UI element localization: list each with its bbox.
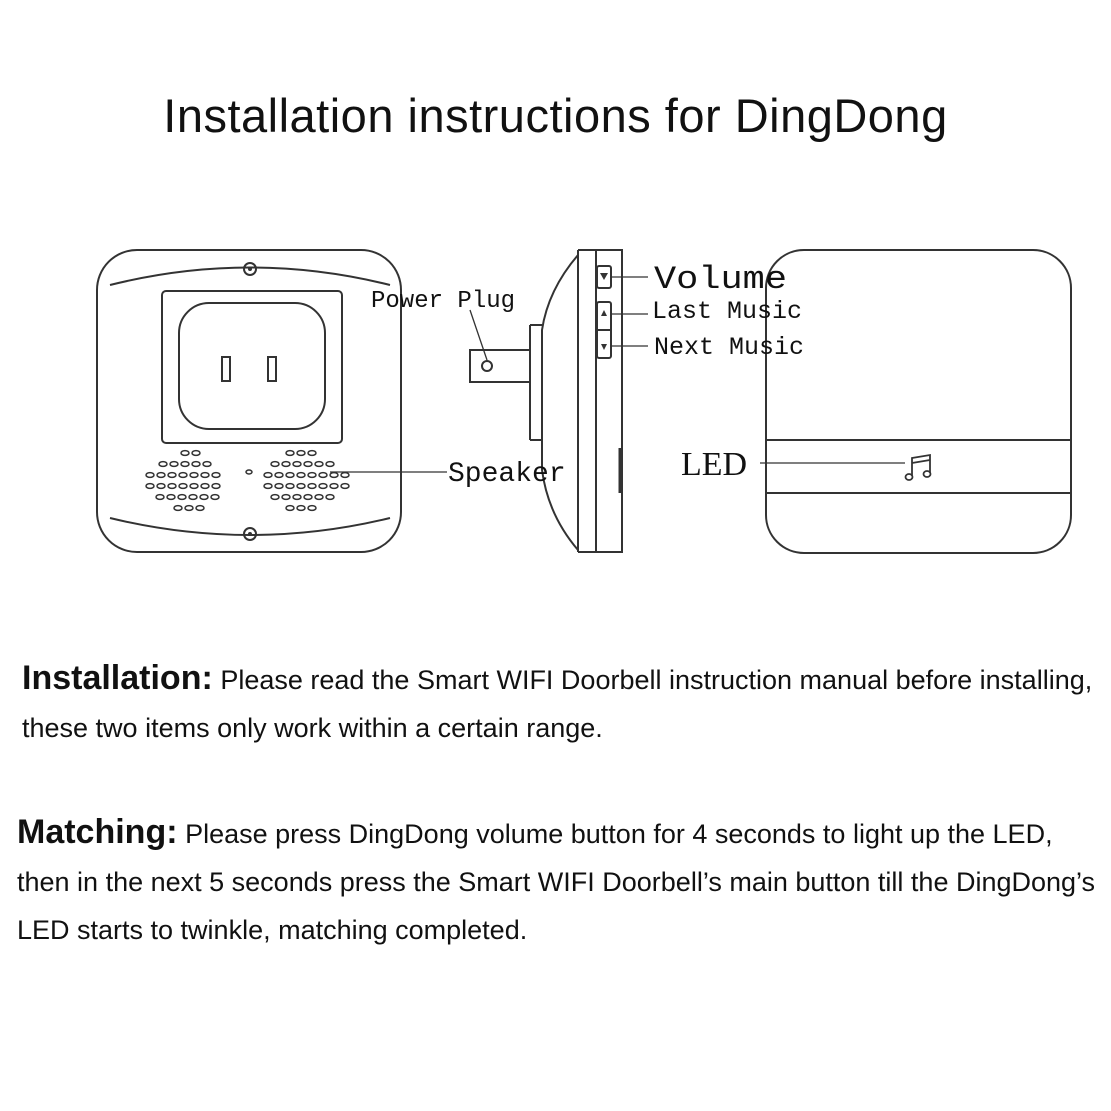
speaker-hole (167, 482, 177, 490)
speaker-hole (166, 493, 176, 501)
speaker-hole (180, 449, 190, 457)
speaker-hole (318, 471, 328, 479)
socket-frame (161, 290, 343, 444)
front-view (96, 249, 402, 553)
side-view (469, 249, 623, 553)
speaker-hole (211, 482, 221, 490)
speaker-hole (191, 460, 201, 468)
label-power-plug: Power Plug (371, 288, 515, 315)
speaker-hole (307, 482, 317, 490)
speaker-hole (270, 460, 280, 468)
speaker-hole (180, 460, 190, 468)
speaker-hole (155, 493, 165, 501)
speaker-hole (340, 482, 350, 490)
speaker-hole (156, 471, 166, 479)
speaker-hole (303, 460, 313, 468)
speaker-hole (303, 493, 313, 501)
speaker-hole (292, 460, 302, 468)
label-next-music: Next Music (654, 333, 804, 362)
speaker-hole (263, 471, 273, 479)
speaker-hole (189, 471, 199, 479)
front-bottom-screw-icon (243, 527, 257, 541)
speaker-hole (184, 504, 194, 512)
speaker-hole (263, 482, 273, 490)
matching-section: Matching: Please press DingDong volume b… (17, 808, 1109, 954)
speaker-hole (307, 504, 317, 512)
speaker-hole (189, 482, 199, 490)
speaker-hole (200, 482, 210, 490)
label-led: LED (681, 446, 747, 483)
speaker-hole (156, 482, 166, 490)
label-speaker: Speaker (448, 459, 566, 490)
speaker-hole (307, 449, 317, 457)
speaker-hole (173, 504, 183, 512)
speaker-hole (270, 493, 280, 501)
music-note-icon (904, 453, 932, 481)
speaker-hole (188, 493, 198, 501)
speaker-hole (285, 471, 295, 479)
front-top-screw-icon (243, 262, 257, 276)
speaker-hole (329, 471, 339, 479)
speaker-hole (285, 504, 295, 512)
label-last-music: Last Music (652, 297, 802, 326)
speaker-hole (145, 471, 155, 479)
power-plug-prong (469, 349, 530, 383)
matching-body: Please press DingDong volume button for … (17, 819, 1096, 945)
front-body (96, 249, 402, 553)
speaker-hole (296, 482, 306, 490)
speaker-hole (325, 493, 335, 501)
speaker-hole (281, 493, 291, 501)
speaker-hole (202, 460, 212, 468)
speaker-hole (281, 460, 291, 468)
speaker-hole (178, 482, 188, 490)
speaker-hole (145, 482, 155, 490)
socket-pin-right-icon (267, 356, 277, 382)
matching-heading: Matching: (17, 813, 178, 851)
leader-lines (330, 276, 905, 473)
speaker-hole (200, 471, 210, 479)
speaker-hole (307, 471, 317, 479)
speaker-hole (314, 460, 324, 468)
speaker-hole (191, 449, 201, 457)
speaker-hole (211, 471, 221, 479)
speaker-hole (245, 469, 253, 475)
speaker-hole (325, 460, 335, 468)
speaker-hole (296, 504, 306, 512)
speaker-hole (195, 504, 205, 512)
speaker-hole (285, 482, 295, 490)
speaker-hole (274, 482, 284, 490)
installation-section: Installation: Please read the Smart WIFI… (22, 654, 1102, 752)
leader-power-plug (469, 309, 488, 361)
speaker-hole (318, 482, 328, 490)
label-volume: Volume (654, 261, 787, 298)
speaker-hole (177, 493, 187, 501)
speaker-hole (314, 493, 324, 501)
dingdong-diagram: Power Plug Speaker Volume Last Music Nex… (96, 249, 1072, 554)
speaker-hole (292, 493, 302, 501)
socket-face (178, 302, 326, 430)
speaker-hole (210, 493, 220, 501)
page-title: Installation instructions for DingDong (163, 89, 948, 142)
speaker-grille (145, 449, 350, 512)
speaker-hole (199, 493, 209, 501)
speaker-hole (158, 460, 168, 468)
speaker-hole (274, 471, 284, 479)
socket-pin-left-icon (221, 356, 231, 382)
speaker-hole (329, 482, 339, 490)
led-view (765, 249, 1072, 554)
speaker-hole (340, 471, 350, 479)
side-back-panel (578, 249, 623, 553)
speaker-hole (169, 460, 179, 468)
installation-heading: Installation: (22, 659, 213, 697)
speaker-hole (178, 471, 188, 479)
speaker-hole (296, 449, 306, 457)
speaker-hole (285, 449, 295, 457)
installation-body: Please read the Smart WIFI Doorbell inst… (22, 665, 1093, 743)
side-body (541, 254, 579, 551)
led-view-body (765, 249, 1072, 554)
plug-hole-icon (481, 360, 493, 372)
speaker-hole (296, 471, 306, 479)
speaker-hole (167, 471, 177, 479)
